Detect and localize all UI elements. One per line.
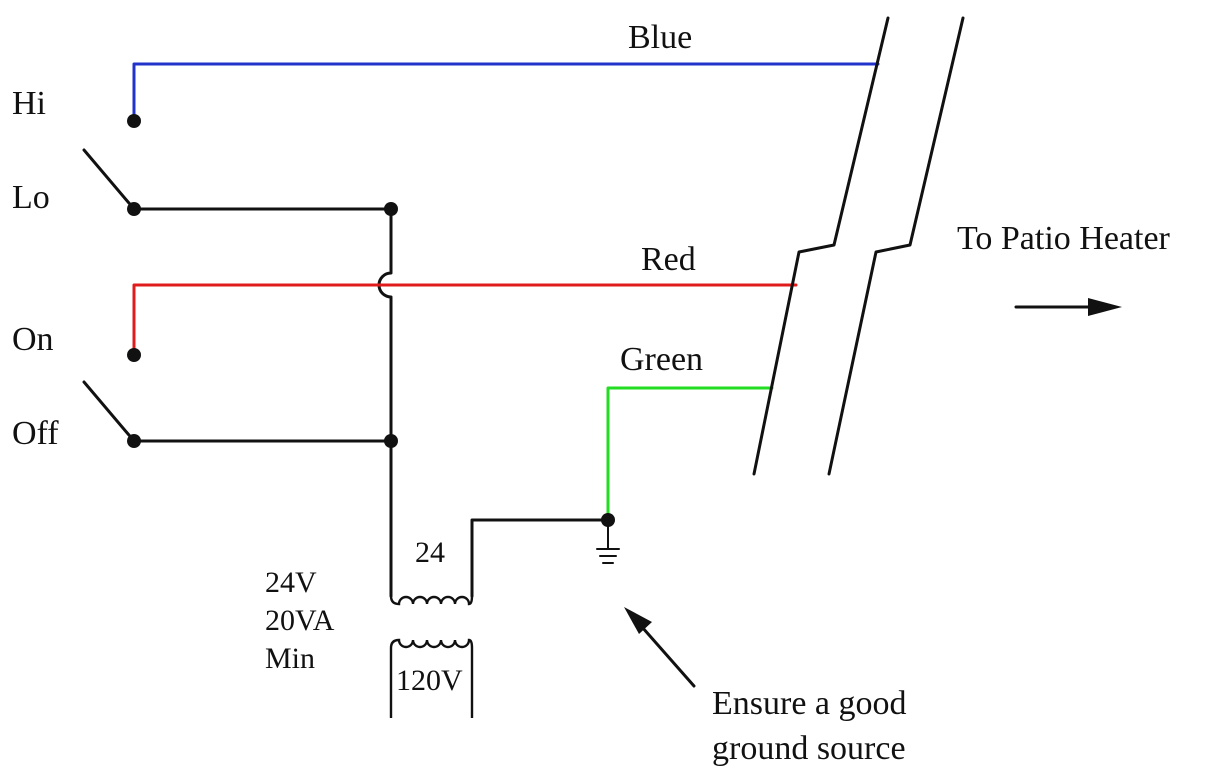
blue-wire <box>132 62 880 123</box>
ground-note-line-1: Ensure a good <box>712 685 907 722</box>
common-wire <box>377 207 393 598</box>
hi-terminal-dot <box>127 114 141 128</box>
cable-break-line-left <box>752 16 890 476</box>
red-wire <box>132 283 798 357</box>
to-patio-heater-label: To Patio Heater <box>957 220 1171 257</box>
green-wire <box>606 386 774 522</box>
label-on: On <box>12 321 54 358</box>
green-wire-label: Green <box>620 341 703 378</box>
secondary-voltage-label: 24 <box>415 536 445 569</box>
transformer-return-wire <box>470 518 610 598</box>
primary-coil <box>389 638 474 718</box>
ground-junction-dot <box>601 513 615 527</box>
transformer <box>389 595 474 718</box>
lo-junction-dot <box>384 202 398 216</box>
hi-lo-switch-blade <box>82 148 136 211</box>
lo-terminal-dot <box>127 202 141 216</box>
on-terminal-dot <box>127 348 141 362</box>
secondary-coil <box>389 595 474 606</box>
red-wire-label: Red <box>641 241 696 278</box>
label-off: Off <box>12 415 59 452</box>
off-terminal-dot <box>127 434 141 448</box>
blue-wire-label: Blue <box>628 19 692 56</box>
label-hi: Hi <box>12 85 46 122</box>
rating-line-3: Min <box>265 642 315 675</box>
ground-note-line-2: ground source <box>712 730 906 767</box>
off-junction-dot <box>384 434 398 448</box>
arrow-up-left-icon <box>624 607 696 688</box>
label-lo: Lo <box>12 179 50 216</box>
cable-break-line-right <box>827 16 965 476</box>
rating-line-2: 20VA <box>265 604 335 637</box>
primary-voltage-label: 120V <box>396 664 463 697</box>
arrow-right-icon <box>1014 298 1122 316</box>
rating-line-1: 24V <box>265 566 317 599</box>
on-off-switch-blade <box>82 380 136 443</box>
